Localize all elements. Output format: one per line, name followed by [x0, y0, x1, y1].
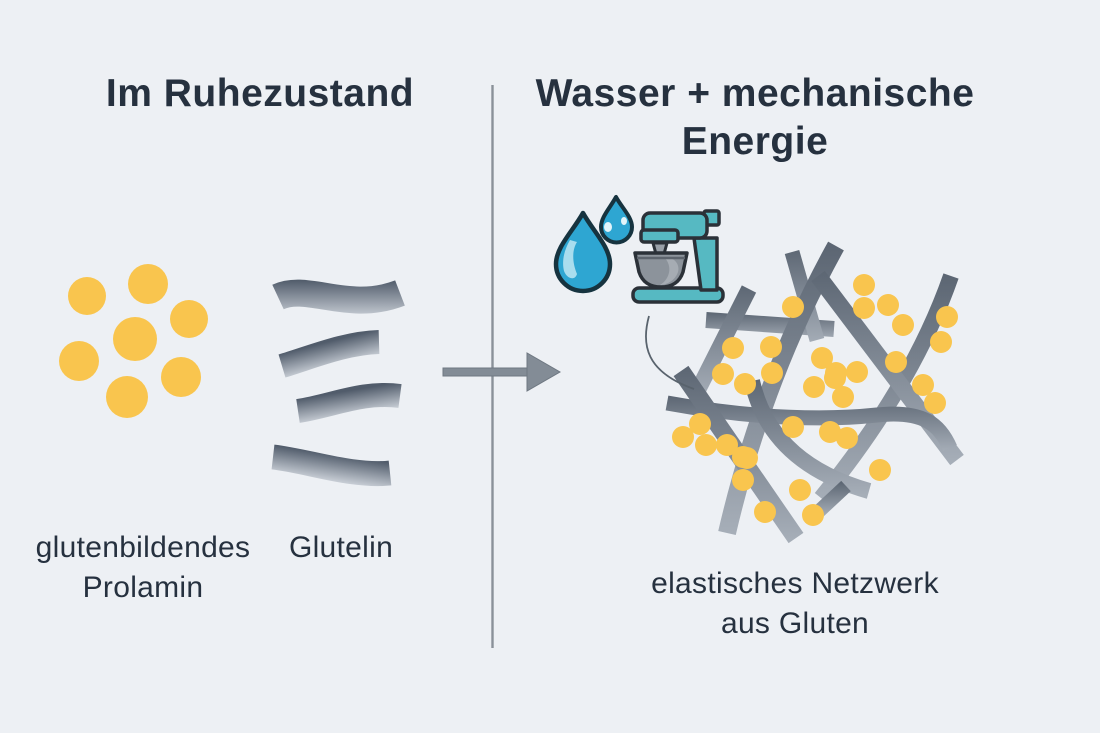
heading-water-energy: Wasser + mechanische Energie: [520, 70, 990, 166]
gluten-network-dot: [912, 374, 934, 396]
gluten-network-dot: [877, 294, 899, 316]
gluten-network-dot: [716, 434, 738, 456]
gluten-network-dot: [853, 297, 875, 319]
label-gluten-network: elastisches Netzwerk aus Gluten: [595, 564, 995, 644]
heading-water-energy-line1: Wasser + mechanische: [535, 72, 975, 115]
gluten-network-dot: [761, 362, 783, 384]
gluten-network-dot: [846, 361, 868, 383]
gluten-network-dot: [802, 504, 824, 526]
prolamin-dot: [128, 264, 168, 304]
gluten-network-dot: [853, 274, 875, 296]
prolamin-dot: [68, 277, 106, 315]
gluten-network-dot: [803, 376, 825, 398]
label-gluten-network-line1: elastisches Netzwerk: [651, 567, 939, 600]
glutelin-ribbons: [271, 279, 405, 487]
gluten-network-dot: [782, 416, 804, 438]
prolamin-dot: [170, 300, 208, 338]
gluten-network-dot: [734, 373, 756, 395]
gluten-network-dot: [824, 367, 846, 389]
arrow-right-icon: [442, 352, 562, 392]
glutelin-ribbon: [272, 279, 405, 314]
label-glutelin: Glutelin: [288, 531, 394, 564]
label-prolamin-line2: Prolamin: [82, 571, 204, 604]
gluten-network-dot: [689, 413, 711, 435]
gluten-network-dot: [924, 392, 946, 414]
gluten-network-dot: [672, 426, 694, 448]
gluten-network-dot: [760, 336, 782, 358]
gluten-network-dot: [811, 347, 833, 369]
gluten-strand: [744, 379, 872, 499]
heading-water-energy-line2: Energie: [681, 120, 829, 163]
label-gluten-network-line2: aus Gluten: [720, 607, 870, 640]
gluten-network-dot: [754, 501, 776, 523]
gluten-network-dot: [936, 306, 958, 328]
gluten-network-dot: [782, 296, 804, 318]
connector-curve: [645, 315, 695, 390]
glutelin-ribbon: [296, 383, 402, 423]
water-drop-icon: [553, 195, 634, 294]
glutelin-ribbon: [271, 444, 392, 487]
gluten-network-dots: [672, 274, 958, 526]
gluten-network-dot: [732, 469, 754, 491]
glutelin-ribbon: [278, 330, 380, 378]
prolamin-dot: [113, 317, 157, 361]
gluten-network-dot: [722, 337, 744, 359]
gluten-network-dot: [695, 434, 717, 456]
prolamin-dot: [106, 376, 148, 418]
gluten-strand: [665, 395, 957, 452]
gluten-network-strands: [665, 241, 964, 544]
gluten-network-dot: [885, 351, 907, 373]
gluten-network-dot: [832, 386, 854, 408]
gluten-network-dot: [892, 314, 914, 336]
prolamin-dot: [59, 341, 99, 381]
gluten-network-dot: [789, 479, 811, 501]
gluten-strand: [689, 285, 757, 396]
gluten-network-dot: [869, 459, 891, 481]
label-prolamin: glutenbildendes Prolamin: [13, 528, 273, 608]
gluten-network-dot: [712, 363, 734, 385]
heading-resting-state: Im Ruhezustand: [105, 72, 415, 115]
gluten-network-dot: [732, 446, 754, 468]
label-prolamin-line1: glutenbildendes: [35, 531, 251, 564]
gluten-network-dot: [836, 427, 858, 449]
gluten-network-dot: [819, 421, 841, 443]
gluten-network-dot: [930, 331, 952, 353]
prolamin-dot: [161, 357, 201, 397]
prolamin-dot-cluster: [59, 264, 208, 418]
stand-mixer-icon: [631, 209, 725, 304]
